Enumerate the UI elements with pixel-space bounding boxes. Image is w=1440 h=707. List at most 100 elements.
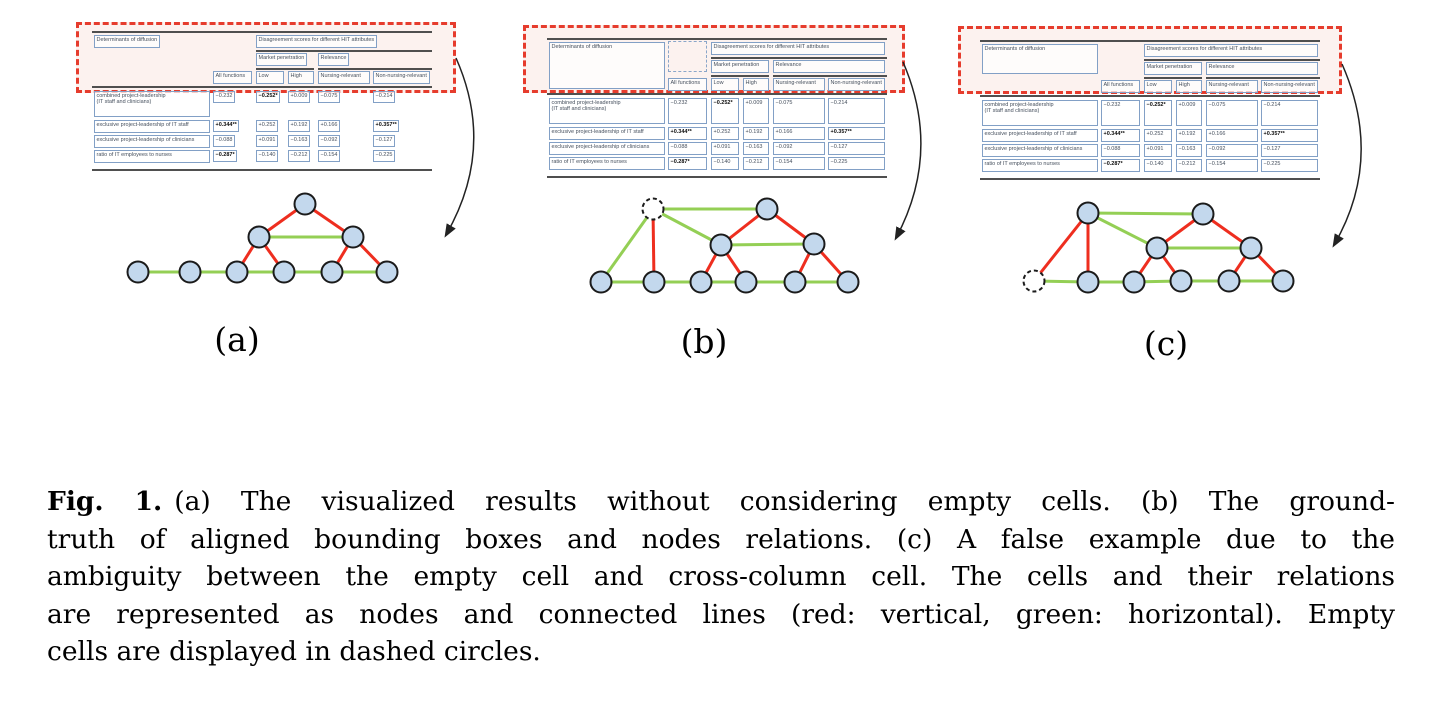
table-bottom-rule bbox=[980, 178, 1320, 180]
value-cell: +0.192 bbox=[288, 120, 310, 132]
pointer-arrow-a bbox=[444, 57, 475, 238]
horizontal-relation-edge bbox=[720, 242, 815, 247]
value-cell: −0.225 bbox=[1261, 159, 1318, 172]
value-cell: −0.232 bbox=[213, 91, 235, 103]
col-group-header-cell: Disagreement scores for different HIT at… bbox=[256, 35, 377, 48]
cell-node bbox=[1169, 269, 1193, 293]
cell-node bbox=[126, 260, 150, 284]
value-cell: +0.344** bbox=[213, 120, 240, 132]
row-label-cell: combined project-leadership(IT staff and… bbox=[549, 98, 665, 124]
row-label-cell: exclusive project-leadership of IT staff bbox=[94, 120, 210, 133]
value-cell: −0.287* bbox=[1101, 159, 1140, 172]
cell-node bbox=[293, 192, 317, 216]
row-label-cell: exclusive project-leadership of IT staff bbox=[982, 129, 1098, 142]
group-header-rule bbox=[711, 57, 887, 59]
table-top-rule bbox=[547, 38, 887, 40]
col-group-header-cell: Disagreement scores for different HIT at… bbox=[1144, 44, 1318, 57]
caption-line-1: Fig. 1. (a) The visualized results withou… bbox=[47, 486, 1395, 524]
caption-line-4: are represented as nodes and connected l… bbox=[47, 598, 1395, 630]
value-cell: −0.225 bbox=[828, 157, 885, 170]
column-header-cell: High bbox=[288, 71, 314, 84]
column-header-cell: Low bbox=[256, 71, 284, 84]
subgroup-cell-relevance: Relevance bbox=[773, 60, 885, 73]
subgroup-cell-relevance: Relevance bbox=[1206, 62, 1318, 75]
cell-node bbox=[178, 260, 202, 284]
subgroup-rule-left bbox=[1144, 77, 1202, 79]
group-header-rule bbox=[1144, 59, 1320, 61]
row-label-cell: exclusive project-leadership of clinicia… bbox=[549, 142, 665, 155]
group-header-rule bbox=[256, 50, 432, 52]
value-cell: −0.287* bbox=[668, 157, 707, 170]
value-cell: −0.088 bbox=[1101, 144, 1140, 157]
subgroup-cell-market: Market penetration bbox=[711, 60, 769, 73]
value-cell: −0.212 bbox=[743, 157, 769, 170]
value-cell: +0.357** bbox=[1261, 129, 1318, 142]
column-header-cell: High bbox=[743, 78, 769, 91]
subgroup-rule-left bbox=[256, 68, 314, 70]
row-header-cell: Determinants of diffusion bbox=[982, 44, 1098, 74]
value-cell: −0.075 bbox=[318, 91, 340, 103]
panel-label-c: (c) bbox=[1143, 324, 1189, 363]
value-cell: +0.192 bbox=[743, 127, 769, 140]
value-cell: −0.287* bbox=[213, 150, 238, 162]
row-label-cell: exclusive project-leadership of clinicia… bbox=[982, 144, 1098, 157]
value-cell: −0.092 bbox=[773, 142, 825, 155]
value-cell: −0.154 bbox=[318, 150, 340, 162]
table-top-rule bbox=[92, 31, 432, 33]
row-label-cell: exclusive project-leadership of clinicia… bbox=[94, 135, 210, 148]
value-cell: −0.075 bbox=[1206, 100, 1258, 126]
subgroup-rule-right bbox=[773, 75, 887, 77]
column-header-cell: Non-nursing-relevant bbox=[828, 78, 885, 91]
value-cell: −0.092 bbox=[1206, 144, 1258, 157]
horizontal-relation-edge bbox=[652, 207, 722, 247]
value-cell: −0.214 bbox=[373, 91, 395, 103]
horizontal-relation-edge bbox=[1087, 211, 1204, 216]
cell-node bbox=[247, 225, 271, 249]
value-cell: −0.127 bbox=[373, 135, 395, 147]
value-cell: −0.214 bbox=[1261, 100, 1318, 126]
value-cell: −0.140 bbox=[1144, 159, 1172, 172]
stat-table-a: Determinants of diffusion Disagreement sc… bbox=[92, 31, 432, 173]
table-top-rule bbox=[980, 40, 1320, 42]
value-cell: +0.009 bbox=[743, 98, 769, 124]
row-header-cell: Determinants of diffusion bbox=[94, 35, 160, 48]
value-cell: +0.091 bbox=[1144, 144, 1172, 157]
subgroup-cell-relevance: Relevance bbox=[318, 53, 349, 66]
horizontal-relation-edge bbox=[599, 208, 655, 283]
column-header-cell: Low bbox=[1144, 80, 1172, 93]
subgroup-cell-market: Market penetration bbox=[256, 53, 307, 66]
value-cell: −0.163 bbox=[1176, 144, 1202, 157]
cell-node bbox=[1076, 270, 1100, 294]
cell-node bbox=[709, 233, 733, 257]
cell-node bbox=[320, 260, 344, 284]
value-cell: −0.232 bbox=[668, 98, 707, 124]
value-cell: +0.357** bbox=[828, 127, 885, 140]
caption-line-2: truth of aligned bounding boxes and node… bbox=[47, 523, 1395, 555]
value-cell: −0.214 bbox=[828, 98, 885, 124]
cell-node bbox=[1191, 202, 1215, 226]
value-cell: +0.357** bbox=[373, 120, 400, 132]
empty-cell-node bbox=[641, 197, 665, 221]
cell-node bbox=[1271, 269, 1295, 293]
value-cell: −0.127 bbox=[1261, 144, 1318, 157]
value-cell: +0.252 bbox=[256, 120, 278, 132]
value-cell: −0.163 bbox=[288, 135, 310, 147]
cell-node bbox=[272, 260, 296, 284]
value-cell: −0.140 bbox=[256, 150, 278, 162]
figure-number: Fig. 1. bbox=[47, 486, 163, 517]
cell-node bbox=[1239, 236, 1263, 260]
pointer-arrow-c bbox=[1332, 63, 1362, 248]
cell-node bbox=[755, 197, 779, 221]
panel-label-b: (b) bbox=[680, 322, 728, 361]
caption-line-3: ambiguity between the empty cell and cro… bbox=[47, 561, 1395, 592]
column-header-cell: Nursing-relevant bbox=[773, 78, 825, 91]
value-cell: +0.091 bbox=[711, 142, 739, 155]
value-cell: −0.252* bbox=[1144, 100, 1172, 126]
row-label-cell: exclusive project-leadership of IT staff bbox=[549, 127, 665, 140]
caption-text-1: (a) The visualized results without consi… bbox=[174, 486, 1396, 517]
row-label-cell: ratio of IT employees to nurses bbox=[94, 150, 210, 163]
row-label-cell: combined project-leadership(IT staff and… bbox=[94, 91, 210, 117]
empty-header-cell bbox=[668, 41, 707, 72]
panel-label-a: (a) bbox=[214, 320, 260, 359]
value-cell: −0.088 bbox=[668, 142, 707, 155]
